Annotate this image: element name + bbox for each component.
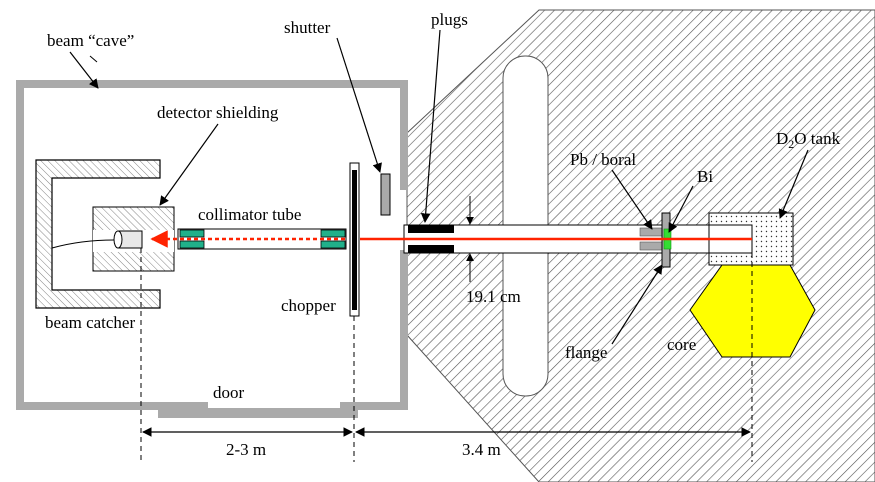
label-d2o-d: D — [776, 129, 788, 148]
beam-cave-walls — [16, 80, 408, 418]
label-beam-catcher: beam catcher — [45, 313, 135, 332]
chopper — [349, 162, 360, 317]
plug-lower — [408, 245, 454, 253]
label-d2o-tank: D2O tank — [776, 129, 841, 151]
beam-catcher — [35, 159, 161, 309]
label-door: door — [213, 383, 245, 402]
label-distance-left: 2-3 m — [226, 440, 266, 459]
reference-lines — [140, 248, 753, 462]
label-core: core — [667, 335, 696, 354]
door — [158, 408, 358, 418]
plug-upper — [408, 225, 454, 233]
shutter — [380, 173, 391, 216]
label-plugs: plugs — [431, 10, 468, 29]
label-shutter: shutter — [284, 18, 331, 37]
label-flange: flange — [565, 343, 607, 362]
detector — [51, 230, 143, 249]
label-diameter: 19.1 cm — [466, 287, 521, 306]
label-beam-cave: beam “cave” — [47, 31, 134, 50]
label-arrows — [69, 29, 809, 345]
label-bi: Bi — [697, 167, 713, 186]
label-d2o-rest: O tank — [794, 129, 840, 148]
label-distance-right: 3.4 m — [462, 440, 501, 459]
label-chopper: chopper — [281, 296, 336, 315]
label-pb-boral: Pb / boral — [570, 150, 636, 169]
label-detector-shielding: detector shielding — [157, 103, 279, 122]
label-d2o-sub: 2 — [788, 137, 794, 151]
label-collimator-tube: collimator tube — [198, 205, 301, 224]
collimator-tube — [177, 228, 347, 250]
